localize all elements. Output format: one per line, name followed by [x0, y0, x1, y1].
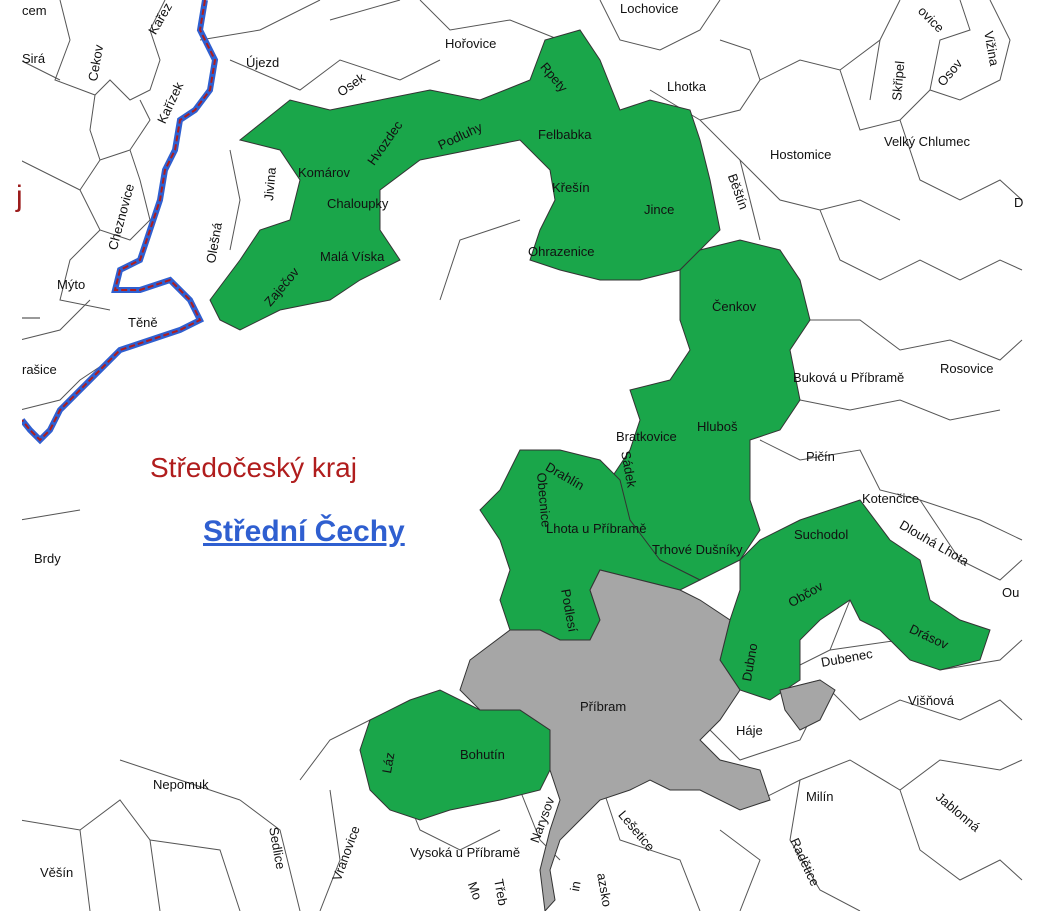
- polygon-northern-arc: [209, 29, 721, 331]
- label-nepomuk: Nepomuk: [153, 777, 209, 792]
- label-hlubos: Hluboš: [697, 419, 738, 434]
- label-edge-d: D: [1014, 195, 1024, 210]
- member-municipalities: [209, 29, 991, 821]
- label-ujezd: Újezd: [246, 55, 280, 70]
- label-sira: Sirá: [22, 51, 46, 66]
- label-bukova: Buková u Příbramě: [793, 370, 905, 385]
- label-velky-chlumec: Velký Chlumec: [884, 134, 970, 149]
- label-bohutin: Bohutín: [460, 747, 505, 762]
- label-cenkov: Čenkov: [712, 299, 757, 314]
- label-in: in: [567, 879, 584, 893]
- region-label: Středočeský kraj: [150, 452, 357, 483]
- label-suchodol: Suchodol: [794, 527, 849, 542]
- label-ohrazenice: Ohrazenice: [528, 244, 595, 259]
- label-hostomice: Hostomice: [770, 147, 832, 162]
- label-komarov: Komárov: [298, 165, 351, 180]
- regional-border: [19, 0, 219, 445]
- label-laz: Láz: [379, 751, 398, 775]
- label-tene: Těně: [128, 315, 158, 330]
- polygon-pribram-east-part: [779, 679, 836, 731]
- edge-fragment-j: j: [16, 180, 23, 213]
- label-vysoka: Vysoká u Příbramě: [410, 845, 521, 860]
- label-chaloupky: Chaloupky: [327, 196, 389, 211]
- left-edge-mask: [0, 0, 22, 911]
- pribram-area: [459, 569, 836, 911]
- municipality-boundaries: [19, 0, 1023, 911]
- label-picin: Pičín: [806, 449, 835, 464]
- label-jivina: Jivina: [261, 166, 279, 202]
- label-brdy: Brdy: [34, 551, 61, 566]
- label-ou: Ou: [1002, 585, 1020, 600]
- label-kotencice: Kotenčice: [862, 491, 920, 506]
- label-rasice: rašice: [22, 362, 57, 377]
- label-rosovice: Rosovice: [940, 361, 994, 376]
- label-myto: Mýto: [57, 277, 86, 292]
- label-haje: Háje: [736, 723, 763, 738]
- label-visnova: Višňová: [908, 693, 955, 708]
- label-lhota: Lhota u Příbramě: [546, 521, 647, 536]
- label-lhotka: Lhotka: [667, 79, 707, 94]
- label-cem: cem: [22, 3, 47, 18]
- label-jince: Jince: [644, 202, 675, 217]
- label-skripel: Skřipel: [889, 60, 908, 102]
- label-vesin: Věšín: [40, 865, 74, 880]
- label-milin: Milín: [806, 789, 834, 804]
- label-bratkovice: Bratkovice: [616, 429, 677, 444]
- label-pribram: Příbram: [580, 699, 627, 714]
- polygon-pribram: [459, 569, 771, 911]
- label-kresin: Křešín: [552, 180, 590, 195]
- area-label: Střední Čechy: [203, 515, 405, 548]
- label-felbabka: Felbabka: [538, 127, 592, 142]
- label-lochovice: Lochovice: [620, 1, 679, 16]
- label-mala-viska: Malá Víska: [320, 249, 385, 264]
- label-horovice: Hořovice: [445, 36, 497, 51]
- polygon-laz-bohutin: [359, 689, 556, 821]
- label-trhove-dusniky: Trhové Dušníky: [652, 542, 743, 557]
